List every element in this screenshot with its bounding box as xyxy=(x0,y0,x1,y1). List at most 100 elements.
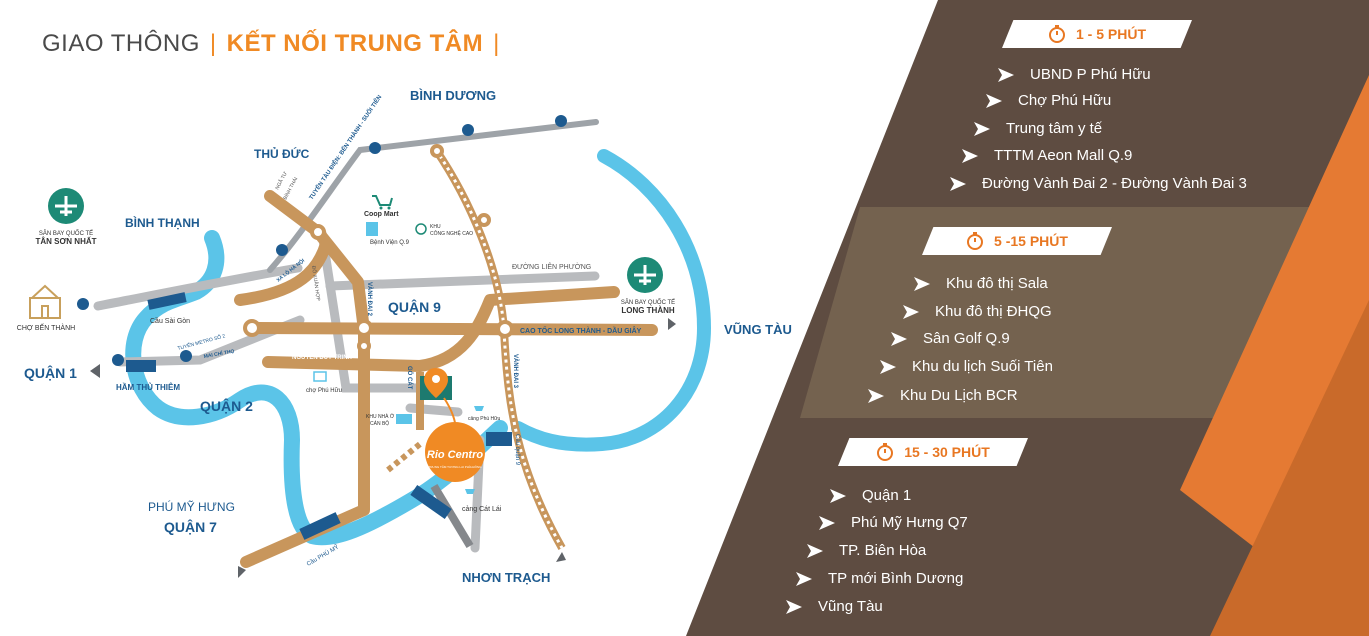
brand-sub: TRUNG TÂM TƯƠNG LAI PHÍA ĐÔNG xyxy=(429,464,483,469)
region-quan-1: QUẬN 1 xyxy=(24,364,77,381)
market-small-icon xyxy=(313,371,327,382)
market-icon xyxy=(29,284,61,319)
bus-icon xyxy=(555,115,567,127)
arrow-right-icon xyxy=(914,276,930,291)
bus-icon xyxy=(180,350,192,362)
arrow-right-icon xyxy=(986,93,1002,108)
arrow-right-icon xyxy=(830,488,846,503)
building-icon xyxy=(396,414,412,424)
bridge-cau-sai-gon xyxy=(147,292,187,310)
bridge-cat-lai xyxy=(410,485,452,519)
benh-vien-label: Bệnh Viện Q.9 xyxy=(370,240,410,246)
page-title: GIAO THÔNG | KẾT NỐI TRUNG TÂM | xyxy=(42,30,510,58)
stopwatch-icon xyxy=(1048,25,1065,43)
road-vanh-dai-2: VÀNH ĐAI 2 xyxy=(366,282,373,317)
cang-cat-lai-label: cảng Cát Lái xyxy=(462,506,502,513)
bus-icon xyxy=(77,298,89,310)
road-ham-thu-thiem: HẦM THỦ THIÊM xyxy=(116,382,180,392)
arrow-right-icon xyxy=(880,359,896,374)
arrow-right-icon xyxy=(868,388,884,403)
list-item: Khu đô thị ĐHQG xyxy=(903,303,1052,320)
list-item-label: Phú Mỹ Hưng Q7 xyxy=(851,514,968,531)
bus-icon xyxy=(112,354,124,366)
title-separator-end: | xyxy=(493,30,500,57)
list-item: Vũng Tàu xyxy=(786,598,883,615)
junctions xyxy=(243,144,514,353)
metro-line xyxy=(267,119,599,273)
region-binh-thanh: BÌNH THẠNH xyxy=(125,215,200,230)
shopping-cart-icon xyxy=(372,195,393,210)
airport-lt-name: LONG THÀNH xyxy=(621,306,675,315)
badge-1-5-min: 1 - 5 PHÚT xyxy=(1002,20,1192,48)
road-cau-sai-gon: Cầu Sài Gòn xyxy=(150,316,190,325)
region-phu-my-hung: PHÚ MỸ HƯNG xyxy=(148,499,235,514)
airport-tsn-name: TÂN SƠN NHẤT xyxy=(35,236,96,246)
list-item: Trung tâm y tế xyxy=(974,120,1102,137)
khu-cnc-label-1: KHU xyxy=(430,224,441,230)
list-item-label: Vũng Tàu xyxy=(818,598,883,615)
region-thu-duc: THỦ ĐỨC xyxy=(254,146,310,161)
road-nguyen-duy-trinh: NGUYỄN DUY TRINH xyxy=(292,354,352,361)
road-lien-phuong: ĐƯỜNG LIÊN PHƯỜNG xyxy=(512,262,591,271)
coop-mart-label: Coop Mart xyxy=(364,211,399,218)
arrow-right-icon xyxy=(807,543,823,558)
list-item-label: TP mới Bình Dương xyxy=(828,570,964,587)
arrow-right-icon xyxy=(786,599,802,614)
cang-phu-huu-label: cảng Phú Hữu xyxy=(468,416,500,422)
airplane-icon xyxy=(627,257,663,293)
list-item-label: TTTM Aeon Mall Q.9 xyxy=(994,147,1133,164)
khu-nha-o-label-2: CÁN BỘ xyxy=(370,420,389,427)
badge-5-15-min: 5 -15 PHÚT xyxy=(922,227,1112,255)
list-item-label: Khu Du Lịch BCR xyxy=(900,387,1018,404)
list-item-label: Sân Golf Q.9 xyxy=(923,330,1010,347)
region-binh-duong: BÌNH DƯƠNG xyxy=(410,88,496,103)
list-item: Chợ Phú Hữu xyxy=(986,92,1111,109)
hospital-icon xyxy=(366,222,378,236)
list-item: Quận 1 xyxy=(830,487,911,504)
region-quan-9: QUẬN 9 xyxy=(388,298,441,315)
list-item-label: Khu đô thị Sala xyxy=(946,275,1048,292)
list-item: TP. Biên Hòa xyxy=(807,542,926,559)
region-nhon-trach: NHƠN TRẠCH xyxy=(462,570,550,585)
region-quan-7: QUẬN 7 xyxy=(164,518,217,535)
title-separator: | xyxy=(209,30,217,57)
region-vung-tau: VŨNG TÀU xyxy=(724,322,792,337)
airport-lt-label: SÂN BAY QUỐC TẾ xyxy=(621,299,675,306)
title-right: KẾT NỐI TRUNG TÂM xyxy=(226,30,484,57)
bridge-ham-thu-thiem xyxy=(126,360,156,372)
airport-tsn-label: SÂN BAY QUỐC TẾ xyxy=(39,230,93,237)
arrow-right-icon xyxy=(998,67,1014,82)
list-item: TTTM Aeon Mall Q.9 xyxy=(962,147,1132,164)
list-item-label: Quận 1 xyxy=(862,487,912,504)
list-item: Phú Mỹ Hưng Q7 xyxy=(819,514,968,531)
link-road xyxy=(430,483,474,549)
list-item-label: TP. Biên Hòa xyxy=(839,542,927,559)
arrow-right-icon xyxy=(962,148,978,163)
arrow-right-icon xyxy=(974,121,990,136)
title-left: GIAO THÔNG xyxy=(42,30,200,57)
stopwatch-icon xyxy=(877,443,894,461)
badge-label: 5 -15 PHÚT xyxy=(994,233,1068,249)
brand-name: Rio Centro xyxy=(427,449,484,461)
right-panel-background xyxy=(686,0,1369,636)
list-item-label: Trung tâm y tế xyxy=(1006,120,1103,137)
arrow-right-icon xyxy=(903,304,919,319)
cho-ben-thanh-label: CHỢ BẾN THÀNH xyxy=(17,322,75,332)
road-cau-quan-9: Cầu quận 9 xyxy=(514,434,520,466)
bridge-cau-quan-9 xyxy=(486,432,512,446)
list-item: Khu du lịch Suối Tiên xyxy=(880,358,1053,375)
list-item: Khu Du Lịch BCR xyxy=(868,387,1018,404)
bus-icon xyxy=(276,244,288,256)
khu-cnc-label-2: CÔNG NGHỆ CAO xyxy=(430,229,473,237)
bus-icon xyxy=(462,124,474,136)
arrow-right-icon xyxy=(819,515,835,530)
river xyxy=(125,149,711,546)
road-cao-toc: CAO TỐC LONG THÀNH - DẦU GIÂY xyxy=(520,325,642,335)
arrow-right-icon xyxy=(950,176,966,191)
stopwatch-icon xyxy=(967,232,984,250)
list-item: UBND P Phú Hữu xyxy=(998,66,1151,83)
arrow-right-icon xyxy=(796,571,812,586)
badge-15-30-min: 15 - 30 PHÚT xyxy=(838,438,1028,466)
list-item-label: Khu du lịch Suối Tiên xyxy=(912,358,1053,375)
